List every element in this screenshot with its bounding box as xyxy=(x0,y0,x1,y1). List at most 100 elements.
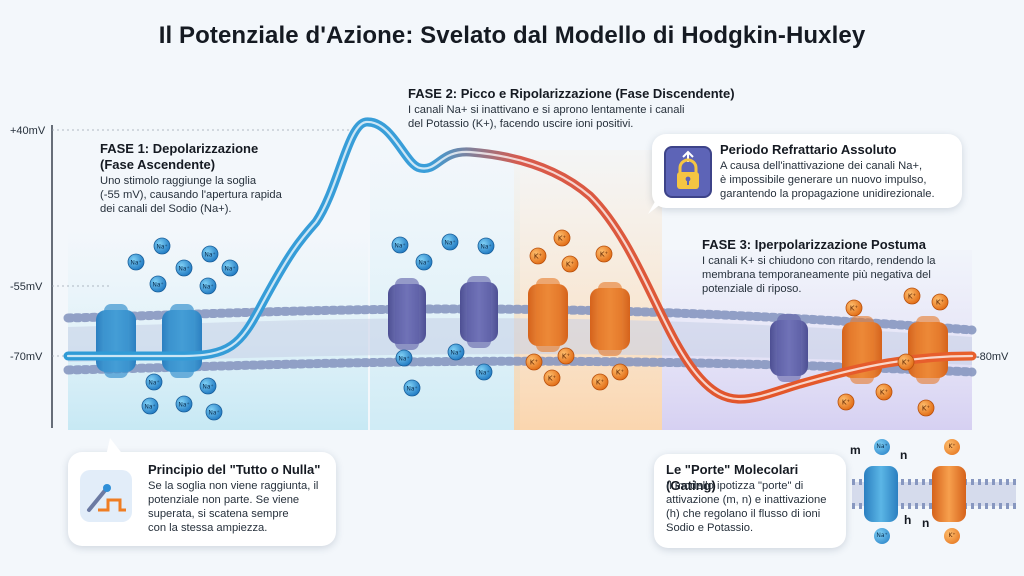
lock-icon xyxy=(664,146,712,198)
potassium-ion: K⁺ xyxy=(931,293,949,311)
potassium-ion: K⁺ xyxy=(557,347,575,365)
phase3-heading: FASE 3: Iperpolarizzazione Postuma xyxy=(702,237,926,252)
svg-text:K⁺: K⁺ xyxy=(880,389,889,397)
sodium-ion: Na⁺ xyxy=(477,237,495,255)
svg-text:Na⁺: Na⁺ xyxy=(144,404,155,411)
sodium-ion: Na⁺ xyxy=(127,253,145,271)
tick-label-rest: -70mV xyxy=(10,351,43,363)
gating-line-1: Il modello ipotizza "porte" di xyxy=(666,480,804,492)
potassium-channel-4 xyxy=(908,316,948,384)
sodium-ion: Na⁺ xyxy=(201,245,219,263)
svg-text:Na⁺: Na⁺ xyxy=(406,386,417,393)
svg-text:K⁺: K⁺ xyxy=(902,359,911,367)
potassium-ion: K⁺ xyxy=(917,399,935,417)
svg-text:Na⁺: Na⁺ xyxy=(202,384,213,391)
svg-text:Na⁺: Na⁺ xyxy=(178,402,189,409)
svg-text:Na⁺: Na⁺ xyxy=(152,282,163,289)
refractory-line-3: garantendo la propagazione unidirezional… xyxy=(720,188,935,200)
svg-text:K⁺: K⁺ xyxy=(936,299,945,307)
phase1-line-1: Uno stimolo raggiunge la soglia xyxy=(100,175,257,187)
gating-card: Le "Porte" Molecolari (Gating) Il modell… xyxy=(654,454,846,548)
potassium-ion: K⁺ xyxy=(561,255,579,273)
svg-text:K⁺: K⁺ xyxy=(530,359,539,367)
svg-text:Na⁺: Na⁺ xyxy=(394,243,405,250)
tick-label-hyper: -80mV xyxy=(976,351,1009,363)
gating-line-3: (h) che regolano il flusso di ioni xyxy=(666,508,821,520)
sodium-ion: Na⁺ xyxy=(391,236,409,254)
ions-layer: Na⁺ Na⁺ Na⁺ Na⁺ Na⁺ Na⁺ Na⁺ Na⁺ Na⁺ Na⁺ Na⁺ Na⁺ Na⁺ N… xyxy=(127,229,949,421)
svg-text:Na⁺: Na⁺ xyxy=(148,380,159,387)
svg-text:Na⁺: Na⁺ xyxy=(178,266,189,273)
svg-text:K⁺: K⁺ xyxy=(922,405,931,413)
all-or-none-line-4: con la stessa ampiezza. xyxy=(148,522,268,534)
gate-label-n-top: n xyxy=(900,448,908,462)
potassium-ion: K⁺ xyxy=(591,373,609,391)
phase3-line-1: I canali K+ si chiudono con ritardo, ren… xyxy=(702,255,936,267)
phase1-heading-line2: (Fase Ascendente) xyxy=(100,157,216,172)
svg-text:K⁺: K⁺ xyxy=(534,253,543,261)
svg-text:Na⁺: Na⁺ xyxy=(130,260,141,267)
gate-label-n-bottom: n xyxy=(922,516,930,530)
phase3-line-2: membrana temporaneamente più negativa de… xyxy=(702,269,931,281)
potassium-ion: K⁺ xyxy=(525,353,543,371)
sodium-ion: Na⁺ xyxy=(447,343,465,361)
inactivated-channel-1 xyxy=(388,278,426,350)
svg-text:K⁺: K⁺ xyxy=(596,379,605,387)
potassium-ion: K⁺ xyxy=(875,383,893,401)
sodium-ion: Na⁺ xyxy=(395,349,413,367)
svg-text:K⁺: K⁺ xyxy=(566,261,575,269)
svg-text:Na⁺: Na⁺ xyxy=(208,410,219,417)
sodium-ion: Na⁺ xyxy=(475,363,493,381)
phase2-heading: FASE 2: Picco e Ripolarizzazione (Fase D… xyxy=(408,86,735,101)
gating-potassium-ion: K⁺ xyxy=(944,528,960,544)
all-or-none-line-2: potenziale non parte. Se viene xyxy=(148,494,300,506)
svg-text:K⁺: K⁺ xyxy=(548,375,557,383)
svg-text:Na⁺: Na⁺ xyxy=(398,356,409,363)
svg-text:Na⁺: Na⁺ xyxy=(418,260,429,267)
phase1-heading-line1: FASE 1: Depolarizzazione xyxy=(100,141,259,156)
svg-text:Na⁺: Na⁺ xyxy=(156,244,167,251)
svg-text:Na⁺: Na⁺ xyxy=(480,244,491,251)
svg-text:Na⁺: Na⁺ xyxy=(450,350,461,357)
svg-text:Na⁺: Na⁺ xyxy=(224,266,235,273)
svg-text:K⁺: K⁺ xyxy=(850,305,859,313)
sodium-ion: Na⁺ xyxy=(403,379,421,397)
gating-sodium-channel xyxy=(864,466,898,522)
inactivated-channel-2 xyxy=(460,276,498,348)
potassium-ion: K⁺ xyxy=(837,393,855,411)
svg-text:K⁺: K⁺ xyxy=(562,353,571,361)
gate-label-m: m xyxy=(850,443,861,457)
potassium-channel-2 xyxy=(590,282,630,356)
phase1-line-3: dei canali del Sodio (Na+). xyxy=(100,203,232,215)
gating-potassium-channel xyxy=(932,466,966,522)
svg-text:K⁺: K⁺ xyxy=(600,251,609,259)
gating-sodium-ion: Na⁺ xyxy=(874,528,890,544)
sodium-channel-2 xyxy=(162,304,202,378)
threshold-switch-icon xyxy=(80,470,132,522)
sodium-ion: Na⁺ xyxy=(149,275,167,293)
all-or-none-line-1: Se la soglia non viene raggiunta, il xyxy=(148,480,319,492)
potassium-ion: K⁺ xyxy=(553,229,571,247)
potassium-ion: K⁺ xyxy=(903,287,921,305)
sodium-ion: Na⁺ xyxy=(141,397,159,415)
refractory-card: Periodo Refrattario Assoluto A causa del… xyxy=(652,134,962,208)
sodium-ion: Na⁺ xyxy=(205,403,223,421)
all-or-none-card-pointer xyxy=(106,438,124,456)
potassium-channel-1 xyxy=(528,278,568,352)
refractory-heading: Periodo Refrattario Assoluto xyxy=(720,142,897,157)
gating-sodium-ion: Na⁺ xyxy=(874,439,890,455)
sodium-ion: Na⁺ xyxy=(145,373,163,391)
potassium-ion: K⁺ xyxy=(595,245,613,263)
sodium-ion: Na⁺ xyxy=(175,395,193,413)
sodium-ion: Na⁺ xyxy=(221,259,239,277)
potassium-ion: K⁺ xyxy=(897,353,915,371)
all-or-none-heading: Principio del "Tutto o Nulla" xyxy=(148,462,321,477)
svg-text:K⁺: K⁺ xyxy=(908,293,917,301)
potassium-ion: K⁺ xyxy=(845,299,863,317)
gating-potassium-ion: K⁺ xyxy=(944,439,960,455)
sodium-ion: Na⁺ xyxy=(199,277,217,295)
refractory-line-1: A causa dell'inattivazione dei canali Na… xyxy=(720,160,923,172)
action-potential-trace-highlight xyxy=(66,120,974,401)
svg-text:Na⁺: Na⁺ xyxy=(204,252,215,259)
svg-text:K⁺: K⁺ xyxy=(558,235,567,243)
